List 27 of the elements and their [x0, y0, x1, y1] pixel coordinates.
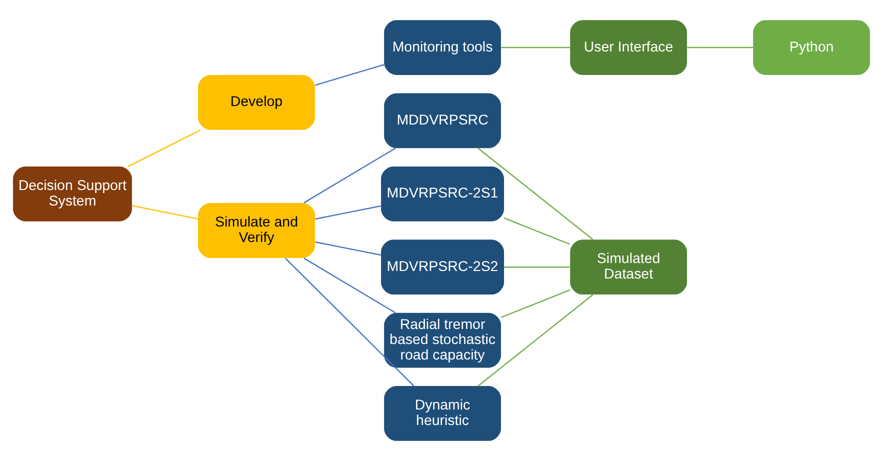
node-box: Develop — [198, 74, 315, 130]
connector — [501, 46, 570, 48]
connector — [304, 258, 396, 314]
node-box: MDDVRPSRC — [384, 93, 501, 148]
connector — [304, 148, 396, 204]
node-box: Decision Support System — [13, 166, 132, 222]
node-box: Monitoring tools — [384, 20, 501, 75]
node-box: Simulate and Verify — [198, 203, 315, 258]
connector — [687, 46, 753, 48]
connector — [478, 294, 594, 386]
node-box: User Interface — [570, 20, 687, 75]
connector — [504, 266, 570, 268]
connector — [501, 289, 570, 318]
connector — [478, 148, 594, 240]
node-box: Dynamic heuristic — [384, 386, 501, 441]
node-box: Simulated Dataset — [570, 240, 687, 295]
connector — [315, 205, 381, 220]
connector — [315, 64, 384, 86]
connector — [128, 129, 201, 167]
node-box: Python — [753, 20, 870, 75]
connector — [504, 217, 570, 245]
connector — [285, 258, 414, 386]
node-box: MDVRPSRC-2S2 — [381, 240, 504, 295]
connector — [315, 241, 381, 256]
node-box: Radial tremor based stochastic road capacity — [384, 312, 501, 368]
connector — [132, 205, 198, 220]
node-box: MDVRPSRC-2S1 — [381, 166, 504, 222]
